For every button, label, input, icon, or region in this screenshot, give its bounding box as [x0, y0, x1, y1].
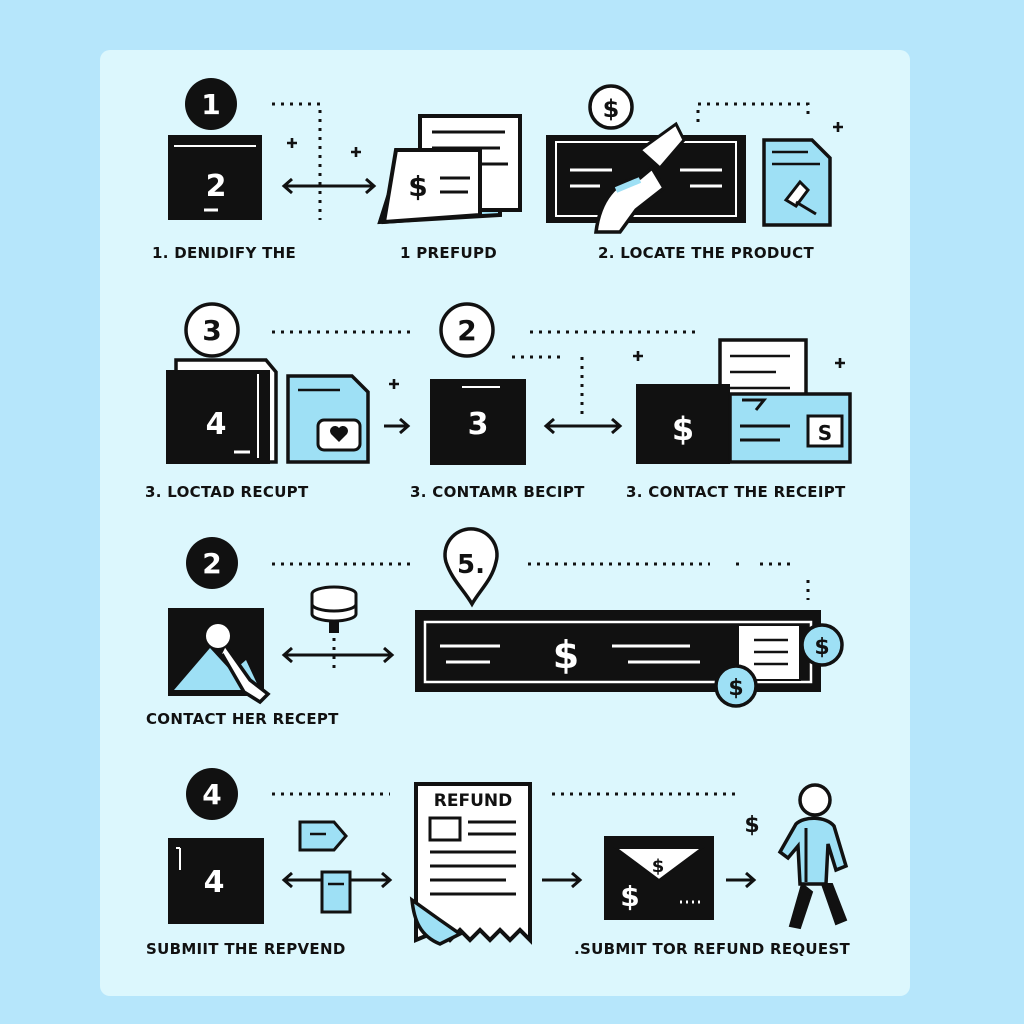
svg-text:$: $: [652, 856, 665, 877]
double-arrow-icon: [281, 177, 377, 195]
svg-text:$: $: [620, 880, 639, 913]
desk-hand-icon: [546, 121, 746, 234]
svg-text:$: $: [814, 635, 829, 660]
step-caption: .SUBMIT TOR REFUND REQUEST: [574, 940, 851, 958]
folder-icon: 4: [166, 358, 278, 464]
svg-text:1: 1: [201, 88, 220, 121]
coin-icon: $: [714, 664, 758, 708]
receipt-doc-icon: [762, 138, 832, 227]
step-caption: 3. CONTAMR BECIPT: [410, 483, 585, 501]
wallet-icon: $ S: [636, 338, 852, 464]
step-badge-4: 4: [186, 768, 238, 820]
sparkle-icon: [387, 377, 401, 391]
svg-text:4: 4: [206, 407, 227, 442]
step-caption: CONTACT HER RECEPT: [146, 710, 339, 728]
double-arrow-icon: [281, 870, 393, 914]
sparkle-icon: [833, 356, 847, 370]
svg-text:2: 2: [202, 547, 221, 580]
step-badge-1: 1: [185, 78, 237, 130]
step-badge-5: 5.: [443, 527, 499, 608]
double-arrow-icon: [543, 417, 623, 435]
step-badge-2: 2: [439, 302, 495, 358]
svg-text:4: 4: [202, 778, 221, 811]
coin-icon: $: [588, 84, 634, 130]
svg-text:$: $: [553, 633, 579, 677]
connector-line: [696, 102, 810, 122]
card-heart-icon: [286, 374, 370, 464]
svg-text:S: S: [818, 421, 832, 445]
step-badge-3: 3: [184, 302, 240, 358]
connector-line: [512, 330, 700, 420]
sparkle-icon: [349, 145, 363, 159]
svg-text:$: $: [728, 676, 743, 701]
svg-text:REFUND: REFUND: [434, 791, 512, 811]
step-caption: 1. DENIDIFY THE: [152, 244, 296, 262]
step-caption: 1 PREFUPD: [400, 244, 497, 262]
svg-text:2: 2: [206, 169, 227, 204]
step-caption: SUBMIIT THE REPVEND: [146, 940, 346, 958]
svg-text:$: $: [603, 95, 620, 123]
sparkle-icon: [285, 136, 299, 150]
connector-line: [528, 562, 810, 600]
arrow-right-icon: [384, 417, 411, 435]
svg-text:3: 3: [202, 314, 221, 347]
monitor-icon: 4: [168, 838, 264, 924]
refund-form-icon: REFUND: [409, 782, 532, 946]
step-badge-2: 2: [186, 537, 238, 589]
monitor-icon: 2: [168, 135, 262, 220]
coin-icon: $: [800, 623, 844, 667]
step-caption: 3. LOCTAD RECUPT: [145, 483, 309, 501]
step-caption: 3. CONTACT THE RECEIPT: [626, 483, 846, 501]
documents-icon: $: [377, 114, 522, 225]
database-icon: [310, 585, 358, 633]
arrow-right-icon: [542, 871, 583, 889]
svg-text:$: $: [408, 170, 427, 203]
svg-text:2: 2: [457, 314, 476, 347]
svg-text:4: 4: [204, 865, 225, 900]
arrow-right-icon: [726, 871, 757, 889]
svg-text:$: $: [744, 813, 759, 838]
svg-text:$: $: [672, 410, 694, 448]
monitor-icon: 3: [430, 379, 526, 465]
sparkle-icon: [631, 349, 645, 363]
svg-text:3: 3: [468, 407, 489, 442]
step-caption: 2. LOCATE THE PRODUCT: [598, 244, 814, 262]
sparkle-icon: [831, 120, 845, 134]
double-arrow-icon: [281, 638, 395, 672]
tag-icon: [298, 820, 348, 852]
svg-text:5.: 5.: [457, 550, 485, 580]
person-walking-icon: $: [744, 783, 849, 930]
connector-line: [272, 102, 322, 220]
photo-icon: [168, 608, 271, 705]
envelope-icon: $ $: [604, 836, 714, 920]
payment-bar-icon: $: [415, 610, 821, 692]
